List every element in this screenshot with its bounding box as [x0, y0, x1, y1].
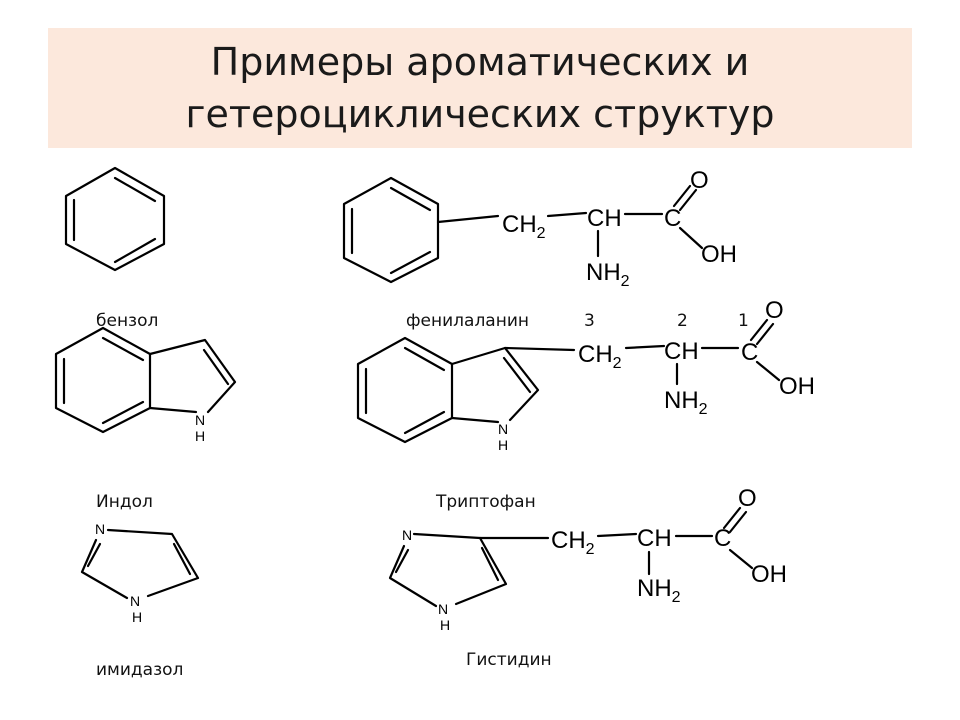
- bond-ch2-ch: [596, 532, 638, 538]
- histidine-n-label: N: [402, 527, 412, 543]
- indole-n-bond: [148, 406, 198, 414]
- benzene-structure: [64, 166, 166, 272]
- carbon-number-2: 2: [677, 311, 688, 331]
- carbon-number-3: 3: [584, 311, 595, 331]
- phenylalanine-structure: CH2 CH C NH2 O OH: [342, 167, 737, 290]
- tryptophan-double-bond: [403, 410, 446, 435]
- double-bond-c-o: [678, 188, 698, 212]
- benzene-ring: [64, 166, 166, 272]
- benzene-double-bond: [113, 237, 157, 264]
- slide-title: Примеры ароматических и гетероциклически…: [186, 36, 775, 140]
- bond-ch2-ch: [546, 211, 588, 218]
- histidine-nh-n-label: N: [438, 601, 448, 617]
- imidazole-ring-bonds: [80, 538, 129, 600]
- tryptophan-n-bond: [450, 416, 500, 424]
- double-bond-c-o: [722, 506, 742, 530]
- histidine-h-label: H: [440, 617, 450, 633]
- imidazole-double-bond: [86, 542, 102, 568]
- caption-phenylalanine: фенилаланин: [406, 311, 530, 331]
- double-bond-c-o: [749, 318, 769, 342]
- indole-n-label: N: [195, 412, 205, 428]
- histidine-ring-bonds: [412, 532, 508, 606]
- caption-tryptophan: Триптофан: [436, 492, 536, 512]
- oxygen-label: O: [738, 485, 757, 512]
- oh-label: OH: [751, 561, 787, 588]
- bond-c-oh: [755, 360, 781, 382]
- histidine-double-bond: [394, 548, 410, 574]
- imidazole-nh-n-label: N: [130, 593, 140, 609]
- ch2-label: CH2: [578, 341, 622, 372]
- bond-ring-ch2: [503, 346, 576, 352]
- tryptophan-double-bond: [502, 356, 532, 394]
- title-band: Примеры ароматических и гетероциклически…: [48, 28, 912, 148]
- nh2-label: NH2: [586, 259, 630, 290]
- indole-double-bond: [101, 400, 145, 425]
- tryptophan-pyrrole-bonds: [450, 346, 540, 422]
- indole-double-bond: [101, 336, 145, 362]
- oh-label: OH: [701, 241, 737, 268]
- tryptophan-benzene-ring: [356, 336, 454, 444]
- carbon-number-1: 1: [738, 311, 749, 331]
- tryptophan-structure: N H CH2 CH C NH2 O OH: [356, 297, 815, 453]
- slide-title-line-1: Примеры ароматических и: [210, 40, 750, 84]
- bond-ch2-ch: [624, 344, 666, 350]
- indole-pyrrole-bonds: [148, 338, 237, 414]
- imidazole-ring-bonds: [106, 528, 200, 598]
- ch-label: CH: [664, 338, 699, 365]
- ch2-label: CH2: [551, 527, 595, 558]
- oxygen-label: O: [765, 297, 784, 324]
- caption-indole: Индол: [96, 492, 153, 512]
- indole-structure: N H: [54, 326, 237, 444]
- caption-imidazole: имидазол: [96, 660, 184, 680]
- tryptophan-double-bond: [403, 346, 446, 372]
- nh2-label: NH2: [637, 575, 681, 606]
- indole-benzene-ring: [54, 326, 152, 434]
- imidazole-double-bond: [172, 542, 192, 576]
- histidine-ring-bonds: [388, 544, 438, 608]
- caption-benzene: бензол: [96, 311, 159, 331]
- histidine-double-bond: [480, 546, 500, 582]
- carboxyl-c-label: C: [664, 205, 681, 232]
- nh2-label: NH2: [664, 387, 708, 418]
- indole-double-bond: [202, 348, 230, 386]
- bond-c-oh: [678, 226, 704, 250]
- imidazole-n-label: N: [95, 521, 105, 537]
- ch-label: CH: [637, 525, 672, 552]
- ch-label: CH: [587, 205, 622, 232]
- phenyl-double-bond: [389, 250, 432, 275]
- tryptophan-h-label: H: [498, 437, 508, 453]
- carboxyl-c-label: C: [714, 525, 731, 552]
- double-bond-c-o: [755, 322, 775, 346]
- carboxyl-c-label: C: [741, 339, 758, 366]
- imidazole-h-label: H: [132, 609, 142, 625]
- phenyl-ring: [342, 176, 440, 284]
- ch2-label: CH2: [502, 211, 546, 242]
- bond-c-oh: [728, 548, 754, 570]
- oh-label: OH: [779, 373, 815, 400]
- double-bond-c-o: [728, 510, 748, 534]
- imidazole-structure: N N H: [80, 521, 200, 625]
- double-bond-c-o: [672, 184, 692, 208]
- oxygen-label: O: [690, 167, 709, 194]
- bond-ring-ch2: [436, 214, 500, 224]
- slide-title-line-2: гетероциклических структур: [185, 92, 775, 136]
- caption-histidine: Гистидин: [466, 650, 552, 670]
- tryptophan-n-label: N: [498, 421, 508, 437]
- indole-h-label: H: [195, 428, 205, 444]
- histidine-structure: N N H CH2 CH C NH2 O OH: [388, 485, 787, 633]
- benzene-double-bond: [113, 176, 157, 203]
- phenyl-double-bond: [389, 186, 432, 212]
